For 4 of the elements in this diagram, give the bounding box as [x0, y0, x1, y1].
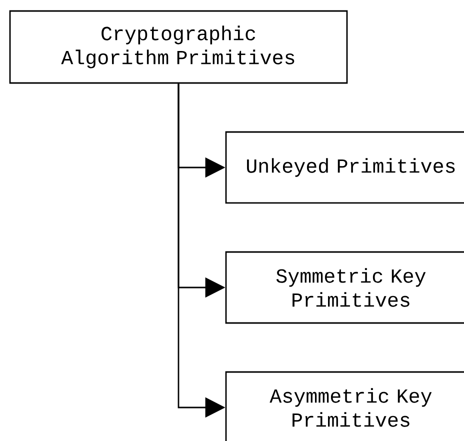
process-box: Symmetric Key Primitives — [225, 251, 464, 324]
root-box: Cryptographic Algorithm Primitives — [9, 10, 348, 84]
process-box: Unkeyed Primitives — [225, 131, 464, 204]
process-box: Asymmetric Key Primitives — [225, 371, 464, 441]
